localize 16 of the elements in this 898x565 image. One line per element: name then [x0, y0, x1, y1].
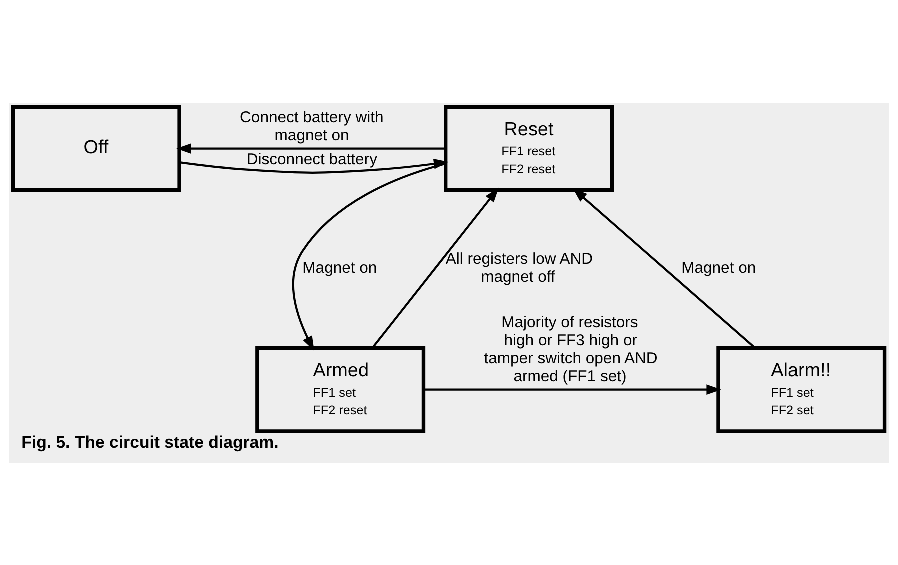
arrow [572, 188, 756, 348]
edge-label: Magnet on [682, 260, 756, 276]
edge-label: Majority of resistors high or FF3 high or tamper switch open AND armed (FF1 set) [484, 314, 658, 385]
edge-label: Connect battery with magnet on [240, 108, 384, 144]
arrow [372, 187, 500, 348]
edge-label: All registers low AND magnet off [446, 250, 594, 286]
node-box: Off [11, 104, 182, 192]
node-box: Reset FF1 reset FF2 reset [444, 104, 614, 192]
edge-label: Disconnect battery [246, 151, 378, 168]
arrow [176, 143, 446, 154]
arrow [292, 162, 446, 351]
arrow [424, 384, 722, 394]
edge-label: Magnet on [302, 260, 378, 276]
caption: Fig. 5. The circuit state diagram. [22, 432, 279, 452]
node-box: Armed FF1 set FF2 reset [256, 346, 426, 433]
node-box: Alarm!! FF1 set FF2 set [716, 346, 887, 433]
